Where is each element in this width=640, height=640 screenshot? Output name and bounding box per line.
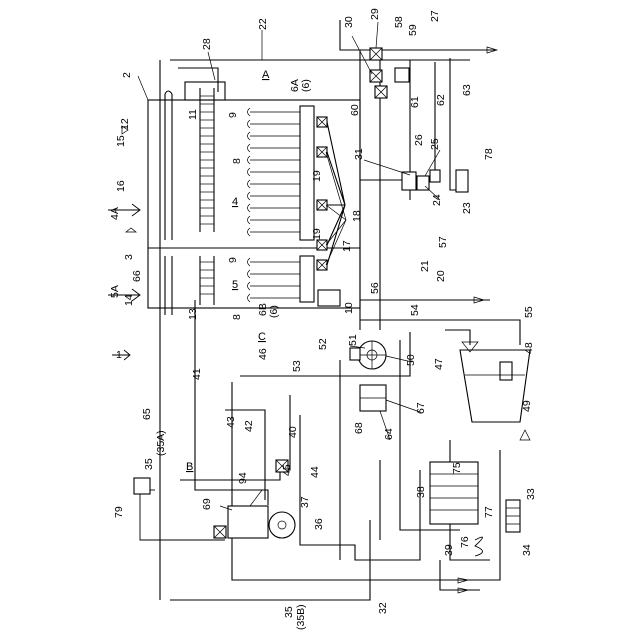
zone-label-a: A — [262, 69, 270, 81]
ref-9-lower: 9 — [227, 257, 239, 263]
ref-77: 77 — [483, 506, 495, 518]
ref-45: 45 — [281, 464, 293, 476]
ref-34: 34 — [521, 544, 533, 556]
ref-60: 60 — [349, 104, 361, 116]
ref-6a-sub: (6) — [300, 79, 312, 92]
ref-27: 27 — [429, 10, 441, 22]
ref-19-upper: 19 — [311, 170, 323, 182]
ref-50: 50 — [405, 354, 417, 366]
ref-12: 12 — [119, 118, 131, 130]
ref-21: 21 — [419, 260, 431, 272]
ref-17: 17 — [341, 240, 353, 252]
ref-10: 10 — [343, 302, 355, 314]
ref-62: 62 — [435, 94, 447, 106]
reservoir-49 — [460, 350, 530, 422]
ref-28: 28 — [201, 38, 213, 50]
ref-2: 2 — [121, 72, 133, 78]
ref-25: 25 — [429, 138, 441, 150]
ref-18: 18 — [351, 210, 363, 222]
figure-number: 1 — [116, 349, 122, 361]
ref-41: 41 — [191, 368, 203, 380]
ref-69: 69 — [201, 498, 213, 510]
ref-79: 79 — [113, 506, 125, 518]
ref-26: 26 — [413, 134, 425, 146]
ref-53: 53 — [291, 360, 303, 372]
ref-23: 23 — [461, 202, 473, 214]
exchanger-33-34 — [475, 500, 520, 556]
ref-35a: 35 — [143, 458, 155, 470]
ref-59: 59 — [407, 24, 419, 36]
ref-78: 78 — [483, 148, 495, 160]
ref-67: 67 — [415, 402, 427, 414]
ref-54: 54 — [409, 304, 421, 316]
ref-36: 36 — [313, 518, 325, 530]
ref-11: 11 — [187, 109, 199, 120]
ref-39: 39 — [443, 544, 455, 556]
ref-8-upper: 8 — [231, 158, 243, 164]
ref-61: 61 — [409, 96, 421, 108]
ref-8-lower: 8 — [231, 314, 243, 320]
ref-43: 43 — [225, 416, 237, 428]
tank-67 — [360, 385, 386, 411]
ref-68: 68 — [353, 422, 365, 434]
ref-35b-sub: (35B) — [295, 604, 307, 630]
ref-46: 46 — [257, 348, 269, 360]
ref-55: 55 — [523, 306, 535, 318]
ref-75: 75 — [451, 462, 463, 474]
zone-label-b: B — [186, 461, 193, 473]
ref-5a: 5A — [109, 285, 121, 298]
component-label-5: 5 — [232, 279, 238, 291]
component-label-4: 4 — [232, 196, 238, 208]
ref-57: 57 — [437, 236, 449, 248]
ref-38: 38 — [415, 486, 427, 498]
ref-15: 15 — [115, 135, 127, 147]
ref-20: 20 — [435, 270, 447, 282]
ref-3: 3 — [123, 254, 135, 260]
ref-63: 63 — [461, 84, 473, 96]
ref-32: 32 — [377, 602, 389, 614]
ref-24: 24 — [431, 194, 443, 206]
ref-64: 64 — [383, 428, 395, 440]
flow-arrow-icon — [520, 430, 530, 440]
ref-13: 13 — [187, 308, 199, 320]
upper-right-components — [370, 48, 468, 192]
ref-9-upper: 9 — [227, 112, 239, 118]
ref-29: 29 — [369, 8, 381, 20]
ref-49: 49 — [521, 400, 533, 412]
ref-40: 40 — [287, 426, 299, 438]
ref-31: 31 — [353, 148, 365, 160]
ref-48: 48 — [523, 342, 535, 354]
flow-arrow-icon — [126, 228, 136, 232]
zone-label-c: C — [258, 331, 266, 343]
ref-6b-sub: (6) — [268, 305, 280, 318]
ref-19-lower: 19 — [311, 228, 323, 240]
fan-motor — [318, 290, 340, 306]
ref-16: 16 — [115, 180, 127, 192]
ref-76: 76 — [459, 536, 471, 548]
ref-35b: 35 — [283, 606, 295, 618]
ref-94: 94 — [237, 472, 249, 484]
ref-47: 47 — [433, 358, 445, 370]
ref-35a-sub: (35A) — [155, 430, 167, 456]
ref-33: 33 — [525, 488, 537, 500]
ref-56: 56 — [369, 282, 381, 294]
ref-52: 52 — [317, 338, 329, 350]
box-79 — [134, 478, 150, 494]
ref-30: 30 — [343, 16, 355, 28]
ref-22: 22 — [257, 18, 269, 30]
ref-14: 14 — [123, 294, 135, 306]
ref-66: 66 — [131, 270, 143, 282]
ref-44: 44 — [309, 466, 321, 478]
ref-42: 42 — [243, 420, 255, 432]
ref-4a: 4A — [109, 207, 121, 220]
ref-37: 37 — [299, 496, 311, 508]
ref-51: 51 — [347, 334, 359, 346]
ref-65: 65 — [141, 408, 153, 420]
ref-58: 58 — [393, 16, 405, 28]
